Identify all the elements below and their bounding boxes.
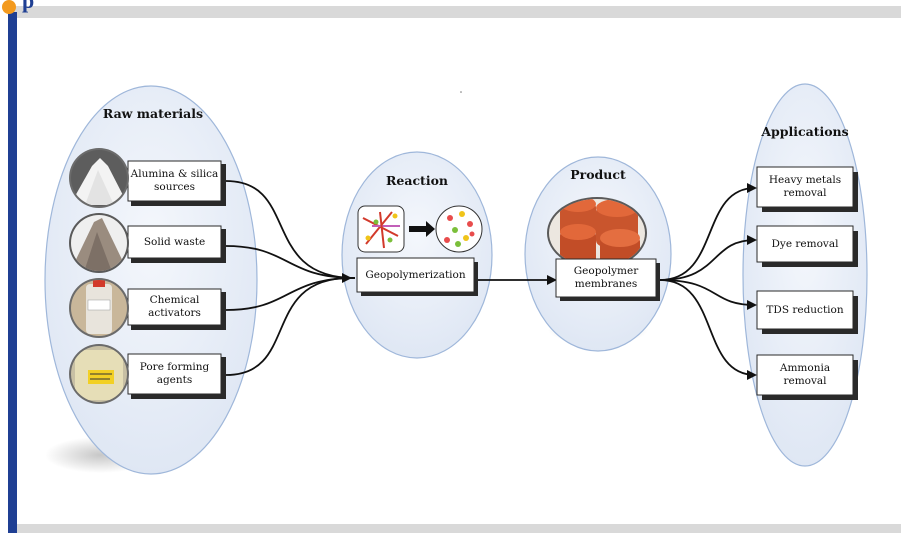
orange-dot-icon bbox=[2, 0, 16, 14]
applications-ellipse bbox=[742, 83, 868, 467]
raw-box-4 bbox=[127, 353, 226, 399]
app-label-ammonia: Ammonia removal bbox=[757, 355, 853, 395]
raw-label-alumina: Alumina & silica sources bbox=[128, 161, 221, 201]
corner-glyph: p bbox=[22, 0, 35, 13]
raw-label-activators-line1: Chemical bbox=[149, 294, 200, 306]
raw-label-pore-line2: agents bbox=[156, 374, 193, 386]
white-powder-image bbox=[69, 148, 129, 208]
product-title: Product bbox=[570, 167, 626, 182]
app-label-ammonia-line2: removal bbox=[783, 375, 827, 387]
applications-title: Applications bbox=[761, 124, 849, 139]
ash-pile-image bbox=[69, 213, 129, 273]
top-rule bbox=[12, 6, 901, 18]
connector-heavy-metals bbox=[659, 183, 757, 281]
app-label-heavy-metals: Heavy metals removal bbox=[757, 167, 853, 207]
app-label-dye: Dye removal bbox=[757, 226, 853, 262]
reaction-box bbox=[356, 257, 478, 296]
reaction-title: Reaction bbox=[386, 173, 448, 188]
connector-solid-waste bbox=[225, 245, 356, 279]
raw-label-pore: Pore forming agents bbox=[128, 354, 221, 394]
connector-dye bbox=[659, 235, 757, 281]
product-label-line1: Geopolymer bbox=[573, 265, 639, 277]
connector-alumina bbox=[225, 180, 356, 279]
reaction-ellipse bbox=[341, 151, 493, 359]
raw-label-solid-waste: Solid waste bbox=[128, 226, 221, 258]
raw-box-2 bbox=[127, 225, 226, 263]
raw-materials-ellipse bbox=[44, 85, 258, 475]
app-label-tds: TDS reduction bbox=[757, 291, 853, 329]
raw-label-pore-line1: Pore forming bbox=[139, 361, 210, 373]
orange-membrane-discs-image bbox=[547, 197, 647, 269]
app-label-heavy-metals-line2: removal bbox=[783, 187, 827, 199]
bottom-rule bbox=[17, 524, 901, 533]
connector-ammonia bbox=[659, 279, 757, 380]
raw-label-solid-waste-line1: Solid waste bbox=[143, 235, 206, 248]
raw-label-activators-line2: activators bbox=[148, 307, 201, 319]
warning-bottle-image bbox=[69, 344, 129, 404]
raw-label-activators: Chemical activators bbox=[128, 289, 221, 325]
app-box-4 bbox=[756, 354, 858, 400]
raw-box-3 bbox=[127, 288, 226, 330]
app-label-dye-line1: Dye removal bbox=[771, 237, 839, 250]
connector-tds bbox=[659, 279, 757, 310]
product-label-line2: membranes bbox=[574, 278, 638, 290]
app-box-1 bbox=[756, 166, 858, 212]
app-box-2 bbox=[756, 225, 858, 267]
reaction-box-label: Geopolymerization bbox=[365, 268, 466, 281]
reagent-bottle-image bbox=[69, 278, 129, 338]
app-label-tds-line1: TDS reduction bbox=[766, 303, 844, 316]
connector-pore bbox=[225, 273, 352, 376]
left-rule bbox=[8, 12, 17, 533]
product-box-label: Geopolymer membranes bbox=[556, 259, 656, 297]
app-label-ammonia-line1: Ammonia bbox=[779, 362, 831, 374]
stray-dot bbox=[460, 91, 462, 93]
raw-label-alumina-line1: Alumina & silica bbox=[130, 168, 219, 180]
raw-materials-title: Raw materials bbox=[102, 106, 204, 121]
raw-label-alumina-line2: sources bbox=[154, 181, 195, 193]
app-box-3 bbox=[756, 290, 858, 334]
raw-box-1 bbox=[127, 160, 226, 206]
product-box bbox=[555, 258, 660, 301]
app-label-heavy-metals-line1: Heavy metals bbox=[768, 174, 842, 186]
molecular-network-image bbox=[357, 205, 483, 253]
